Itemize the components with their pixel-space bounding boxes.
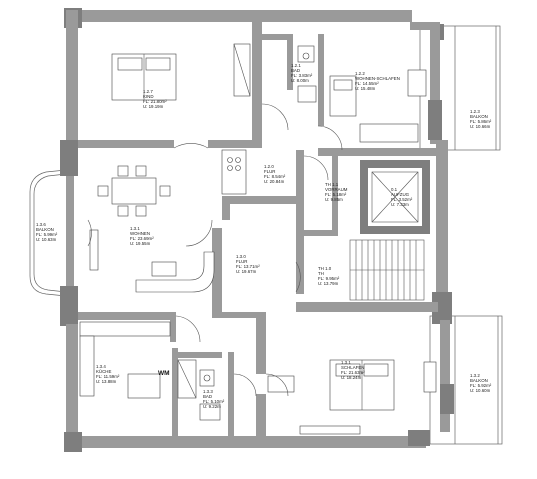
room-label-th-1-1: TH 1.1 VORRAUM FL: 5.18m² U: 9.85m	[325, 182, 349, 202]
sink-icon	[199, 403, 221, 421]
door-swing	[175, 315, 201, 343]
wardrobe-icon	[299, 425, 361, 435]
room-label-1-2-0: 1.2.0 FLUR FL: 8.54m² U: 20.84m	[264, 164, 286, 184]
room-label-1-2-2: 1.2.2 WOHNEN-SCHLAFEN FL: 14.55m² U: 15.…	[355, 71, 401, 91]
door-swing	[173, 143, 209, 149]
room-label-1-3-4: 1.3.4 KÜCHE FL: 11.59m² U: 13.88m	[96, 364, 121, 384]
outer-walls	[60, 8, 454, 452]
room-label-1-3-0: 1.3.0 FLUR FL: 13.71m² U: 19.67m	[236, 254, 261, 274]
door-swing	[233, 373, 257, 397]
coffee-table-icon	[151, 261, 177, 277]
staircase	[349, 239, 425, 301]
dining-table-icon	[111, 177, 157, 205]
room-label-1-3-3: 1.3.3 BAD FL: 5.10m² U: 9.22m	[203, 389, 225, 409]
sink-icon	[297, 85, 317, 103]
armchair-icon	[407, 69, 427, 97]
room-label-0-1: 0.1 AUFZUG FL: 3.52m² U: 7.33m	[391, 187, 413, 207]
balconies	[29, 25, 503, 445]
door-swing	[185, 219, 213, 247]
washing-machine-label: WM	[158, 370, 170, 377]
door-swing	[303, 155, 329, 181]
door-swing	[295, 261, 301, 293]
kitchen-counter-icon	[79, 321, 171, 337]
room-label-th-1-0: TH 1.0 TH FL: 9.95m² U: 13.79m	[318, 266, 340, 286]
wardrobe-icon	[423, 361, 437, 393]
kitchen-table-icon	[127, 373, 161, 399]
room-label-1-2-3: 1.2.3 BALKON FL: 5.86m² U: 10.66m	[470, 109, 492, 129]
room-label-1-2-7: 1.2.7 KIND FL: 21.80m² U: 19.19m	[143, 89, 168, 109]
balcony-1-3-6	[29, 169, 67, 297]
door-swing	[87, 219, 92, 247]
kitchenette-icon	[221, 149, 247, 195]
door-swing	[261, 103, 289, 131]
dresser-icon	[267, 375, 295, 393]
door-swing	[265, 373, 289, 397]
furniture	[79, 43, 437, 435]
room-label-1-3-2: 1.3.2 BALKON FL: 5.92m² U: 10.60m	[470, 373, 492, 393]
desk-icon	[359, 123, 419, 143]
door-swing	[317, 125, 343, 151]
room-label-1-3-1: 1.3.1 WOHNEN FL: 23.69m² U: 19.55m	[130, 226, 155, 246]
elevator	[371, 171, 419, 223]
tv-cabinet-icon	[89, 229, 99, 271]
doors	[87, 103, 343, 397]
sofa-icon	[135, 251, 215, 293]
room-label-1-3-1-schlafen: 1.3.1 SCHLAFEN FL: 21.63m² U: 18.24m	[341, 360, 366, 380]
room-label-1-3-6: 1.3.6 BALKON FL: 5.99m² U: 10.63m	[36, 222, 58, 242]
room-label-1-2-1: 1.2.1 BAD FL: 3.83m² U: 8.00m	[291, 63, 313, 83]
inner-walls	[78, 22, 438, 436]
room-labels: 1.2.7 KIND FL: 21.80m² U: 19.19m 1.2.1 B…	[36, 63, 492, 409]
